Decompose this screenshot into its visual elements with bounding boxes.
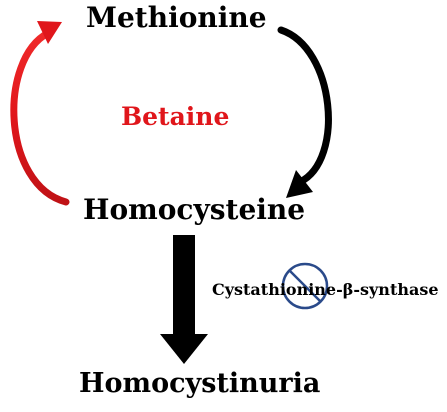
prohibition-icon xyxy=(281,262,329,310)
transsulfuration-arrow xyxy=(160,235,208,364)
enzyme-label: Cystathionine-β-synthase xyxy=(212,280,439,299)
remethylation-arrow xyxy=(10,21,70,206)
methionine-label: Methionine xyxy=(86,1,267,34)
transmethylation-arrow xyxy=(277,26,332,198)
homocystinuria-label: Homocystinuria xyxy=(79,368,321,399)
homocysteine-label: Homocysteine xyxy=(83,193,306,226)
betaine-label: Betaine xyxy=(121,102,230,131)
